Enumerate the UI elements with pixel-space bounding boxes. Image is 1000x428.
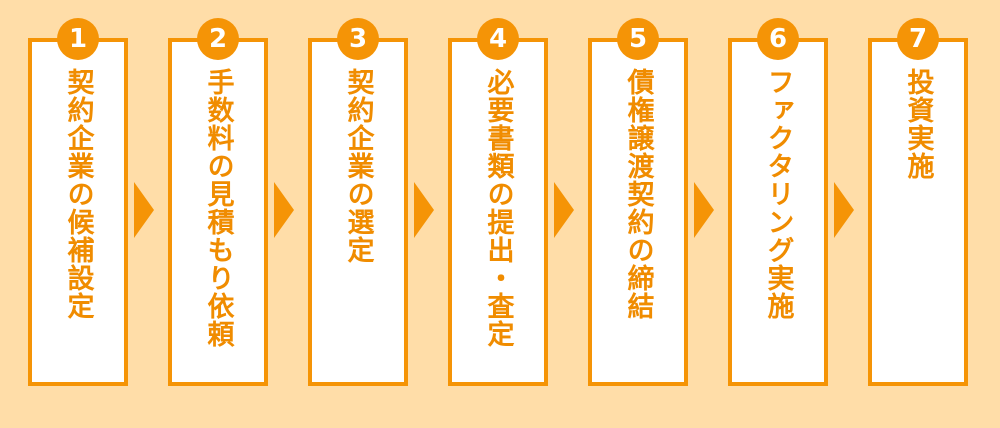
step-number-badge: 3	[337, 18, 379, 60]
step-label: ファクタリング実施	[762, 68, 794, 320]
step-card-5: 5 債権譲渡契約の締結	[588, 18, 688, 386]
step-label: 手数料の見積もり依頼	[202, 68, 234, 348]
step-number-badge: 1	[57, 18, 99, 60]
step-label: 必要書類の提出・査定	[482, 68, 514, 348]
step-number-badge: 5	[617, 18, 659, 60]
step-number-badge: 4	[477, 18, 519, 60]
next-arrow-icon	[554, 182, 574, 238]
next-arrow-icon	[134, 182, 154, 238]
step-label: 投資実施	[902, 68, 934, 180]
step-label: 契約企業の選定	[342, 68, 374, 264]
step-card-7: 7 投資実施	[868, 18, 968, 386]
step-card-3: 3 契約企業の選定	[308, 18, 408, 386]
next-arrow-icon	[694, 182, 714, 238]
step-card-1: 1 契約企業の候補設定	[28, 18, 128, 386]
step-number-badge: 2	[197, 18, 239, 60]
step-label: 契約企業の候補設定	[62, 68, 94, 320]
step-number-badge: 6	[757, 18, 799, 60]
step-card-2: 2 手数料の見積もり依頼	[168, 18, 268, 386]
next-arrow-icon	[414, 182, 434, 238]
step-card-6: 6 ファクタリング実施	[728, 18, 828, 386]
step-card-4: 4 必要書類の提出・査定	[448, 18, 548, 386]
step-label: 債権譲渡契約の締結	[622, 68, 654, 320]
next-arrow-icon	[274, 182, 294, 238]
next-arrow-icon	[834, 182, 854, 238]
step-number-badge: 7	[897, 18, 939, 60]
